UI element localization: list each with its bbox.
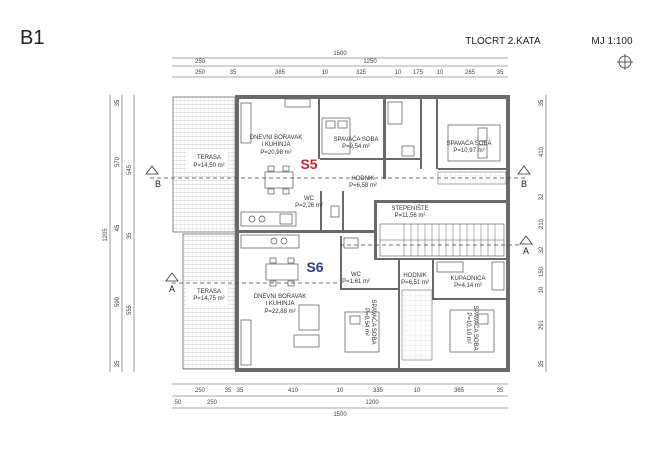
rooms-s5: TERASA P=14,50 m² DNEVNI BORAVAK I KUHIN… — [193, 135, 491, 209]
bottom-dimensions: 250 35 35 410 10 335 10 365 35 50 250 12… — [172, 383, 508, 418]
staircase — [379, 223, 505, 257]
dim-bot-r1-6: 10 — [414, 388, 421, 394]
building-label: B1 — [20, 27, 44, 49]
dim-right-4: 32 — [539, 246, 545, 253]
dim-left-1: 570 — [115, 156, 121, 167]
dim-bot-r1-2: 35 — [237, 388, 244, 394]
s5-bedroom2-area: P=10,97 m² — [453, 148, 484, 154]
furniture-s5 — [240, 98, 507, 227]
dim-bot-r1-7: 365 — [454, 388, 465, 394]
dim-top-r2-3: 10 — [322, 70, 329, 76]
dim-right-3: 210 — [539, 218, 545, 229]
s6-bedroom1-area: P=9,54 m² — [363, 308, 369, 336]
s5-bedroom1-name: SPAVAĆA SOBA — [333, 136, 378, 143]
s6-bedroom2-area: P=10,10 m² — [465, 312, 471, 343]
dim-top-r2-6: 175 — [413, 70, 424, 76]
s5-living-area: P=20,98 m² — [260, 150, 291, 156]
dim-left-6: 555 — [127, 304, 133, 315]
s6-hall-area: P=6,51 m² — [401, 280, 429, 286]
s6-bathroom-name: KUPAONICA — [451, 276, 486, 282]
dim-right-6: 10 — [539, 286, 545, 293]
dim-top-r2-7: 10 — [437, 70, 444, 76]
s5-hall-name: HODNIK — [351, 176, 374, 182]
dim-top-r2-1: 35 — [230, 70, 237, 76]
dim-bot-r1-5: 335 — [373, 388, 384, 394]
dim-right-0: 35 — [539, 99, 545, 106]
section-line-a: A A — [165, 235, 533, 294]
s5-wc-area: P=2,26 m² — [295, 203, 323, 209]
dim-top-r1-0: 250 — [195, 59, 206, 65]
section-a-left-label: A — [169, 284, 175, 294]
dim-top-total: 1500 — [333, 51, 347, 57]
section-a-right-label: A — [523, 246, 529, 256]
dim-left-0: 35 — [115, 99, 121, 106]
dim-bot-r2-0: 50 — [175, 400, 182, 406]
staircase-name: STEPENIŠTE — [391, 205, 428, 212]
dim-right-1: 410 — [539, 146, 545, 157]
furniture-s6 — [240, 234, 505, 366]
dim-bot-r1-8: 35 — [497, 388, 504, 394]
s5-wc-name: WC — [304, 196, 315, 202]
walls — [235, 95, 510, 372]
s5-terrace-name: TERASA — [197, 155, 221, 161]
s6-terrace-name: TERASA — [197, 289, 221, 295]
dim-top-r2-9: 35 — [497, 70, 504, 76]
s6-wc-area: P=1,61 m² — [342, 279, 370, 285]
dim-left-4: 35 — [127, 232, 133, 239]
dim-bot-r1-0: 250 — [195, 388, 206, 394]
dim-top-r2-8: 265 — [465, 70, 476, 76]
unit-s5-label: S5 — [300, 156, 317, 172]
section-line-b: B B — [145, 165, 531, 189]
dim-right-8: 35 — [539, 360, 545, 367]
dim-right-2: 32 — [539, 193, 545, 200]
plan-scale: MJ 1:100 — [591, 36, 633, 47]
dim-top-r2-4: 325 — [356, 70, 367, 76]
dim-bot-r1-3: 410 — [288, 388, 299, 394]
s6-hall-name: HODNIK — [403, 273, 426, 279]
dim-left-7: 35 — [115, 360, 121, 367]
s6-bedroom1-name: SPAVAĆA SOBA — [370, 299, 377, 344]
s6-bathroom-area: P=4,14 m² — [454, 283, 482, 289]
s6-living-name-1: DNEVNI BORAVAK — [254, 294, 306, 300]
s6-bedroom2-name: SPAVAĆA SOBA — [472, 305, 479, 350]
dim-right-5: 150 — [539, 266, 545, 277]
top-dimensions: 1500 250 1250 250 35 385 10 325 10 175 1… — [172, 51, 508, 78]
dim-top-r2-5: 10 — [395, 70, 402, 76]
dim-top-r2-0: 250 — [195, 70, 206, 76]
dim-left-2: 545 — [127, 164, 133, 175]
unit-s6-label: S6 — [306, 259, 323, 275]
s5-living-name-1: DNEVNI BORAVAK — [250, 135, 302, 141]
rooms-s6: TERASA P=14,75 m² DNEVNI BORAVAK I KUHIN… — [193, 272, 485, 351]
dim-left-5: 590 — [115, 296, 121, 307]
left-dimensions: 1205 35 570 545 45 35 590 555 35 — [103, 95, 135, 372]
dim-left-3: 45 — [115, 224, 121, 231]
dim-right-7: 291 — [539, 319, 545, 330]
s6-terrace-area: P=14,75 m² — [193, 296, 224, 302]
dim-bot-r1-4: 10 — [337, 388, 344, 394]
s5-bedroom2-name: SPAVAĆA SOBA — [446, 140, 491, 147]
dim-bot-r1-1: 35 — [225, 388, 232, 394]
north-arrow-icon — [617, 54, 633, 70]
dim-top-r1-1: 1250 — [363, 59, 377, 65]
dim-bot-r2-2: 1200 — [365, 400, 379, 406]
dim-left-total: 1205 — [103, 228, 109, 242]
s5-bedroom1-area: P=9,54 m² — [342, 144, 370, 150]
s5-living-name-2: I KUHINJA — [261, 142, 290, 148]
dim-top-r2-2: 385 — [275, 70, 286, 76]
staircase-area: P=11,56 m² — [395, 213, 426, 219]
s5-terrace-area: P=14,50 m² — [193, 163, 224, 169]
right-dimensions: 35 410 32 210 32 150 10 291 35 — [539, 95, 547, 372]
s6-living-area: P=22,88 m² — [264, 309, 295, 315]
dim-bot-r2-1: 250 — [207, 400, 218, 406]
plan-title: TLOCRT 2.KATA — [465, 36, 541, 47]
section-b-left-label: B — [155, 179, 161, 189]
section-b-right-label: B — [521, 179, 527, 189]
s6-wc-name: WC — [351, 272, 362, 278]
s5-hall-area: P=6,58 m² — [349, 183, 377, 189]
s6-living-name-2: I KUHINJA — [265, 301, 294, 307]
dim-bot-total: 1500 — [333, 412, 347, 418]
